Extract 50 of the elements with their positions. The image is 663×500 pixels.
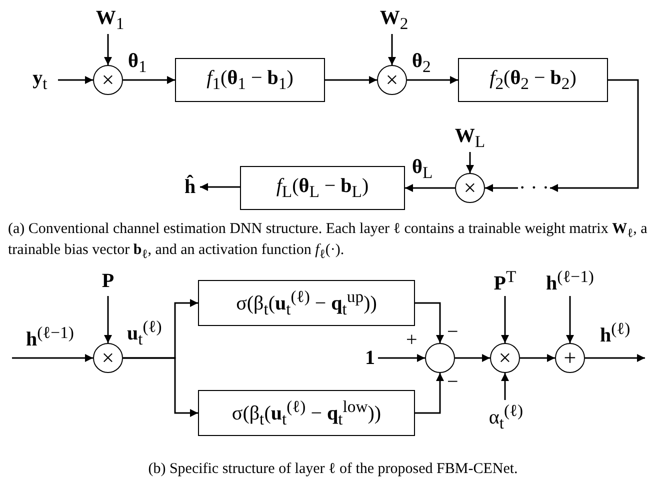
arrow [104, 296, 112, 343]
arrow [415, 373, 444, 414]
arrow [104, 34, 112, 65]
multiplier-circle: × [93, 65, 123, 95]
arrow [520, 354, 555, 362]
arrow [466, 152, 474, 173]
arrow [58, 76, 93, 84]
arrow [501, 373, 509, 400]
matrix-label: P$^{T}$ [488, 266, 522, 296]
caption: (a) Conventional channel estimation DNN structure. Each layer ℓ contains a trainable weight matrix W$_{ℓ}$, a trainable bias vector b$_{ℓ}$, and an activation function f$_{ℓ}$(·). [8, 220, 648, 262]
adder-circle: + [555, 343, 585, 373]
input-label: y$_{t}$ [22, 66, 58, 94]
arrow [325, 76, 377, 84]
arrow [388, 34, 396, 65]
function-box: f$_{1}$(θ$_{1}$ − b$_{1}$) [175, 58, 325, 102]
arrow [12, 354, 93, 362]
sigmoid-box: σ(β$_{t}$(u$_{t}$$^{(ℓ)}$ − q$_{t}$$^{low}$)) [198, 390, 415, 436]
ellipsis: · · · [518, 174, 550, 202]
constant-label: 1 [362, 344, 378, 372]
arrow [405, 184, 455, 192]
arrow [123, 76, 175, 84]
weight-label: W$_{L}$ [448, 124, 492, 152]
arrow [200, 183, 240, 191]
arrow [566, 296, 574, 343]
arrow [415, 302, 444, 343]
arrow [455, 354, 490, 362]
sign-label: − [447, 372, 458, 392]
arrow [585, 354, 645, 362]
arrow [501, 296, 509, 343]
summing-junction [425, 343, 455, 373]
sign-label: − [447, 322, 458, 342]
output-label: ĥ [180, 172, 200, 202]
arrow [407, 76, 458, 84]
arrow [485, 184, 518, 192]
arrow [550, 79, 639, 192]
matrix-label: P [96, 266, 120, 296]
function-box: f$_{2}$(θ$_{2}$ − b$_{2}$) [458, 58, 608, 102]
weight-label: W$_{1}$ [88, 6, 132, 34]
multiplier-circle: × [93, 343, 123, 373]
sign-label: + [406, 330, 418, 350]
arrow [123, 357, 198, 417]
multiplier-circle: × [455, 173, 485, 203]
function-box: f$_{L}$(θ$_{L}$ − b$_{L}$) [240, 166, 405, 210]
caption: (b) Specific structure of layer ℓ of the proposed FBM-CENet. [147, 460, 519, 479]
arrow [378, 354, 425, 362]
weight-label: W$_{2}$ [372, 6, 416, 34]
multiplier-circle: × [377, 65, 407, 95]
sigmoid-box: σ(β$_{t}$(u$_{t}$$^{(ℓ)}$ − q$_{t}$$^{up}$)) [198, 280, 415, 326]
multiplier-circle: × [490, 343, 520, 373]
input-label: h$^{(ℓ−1)}$ [540, 266, 600, 296]
